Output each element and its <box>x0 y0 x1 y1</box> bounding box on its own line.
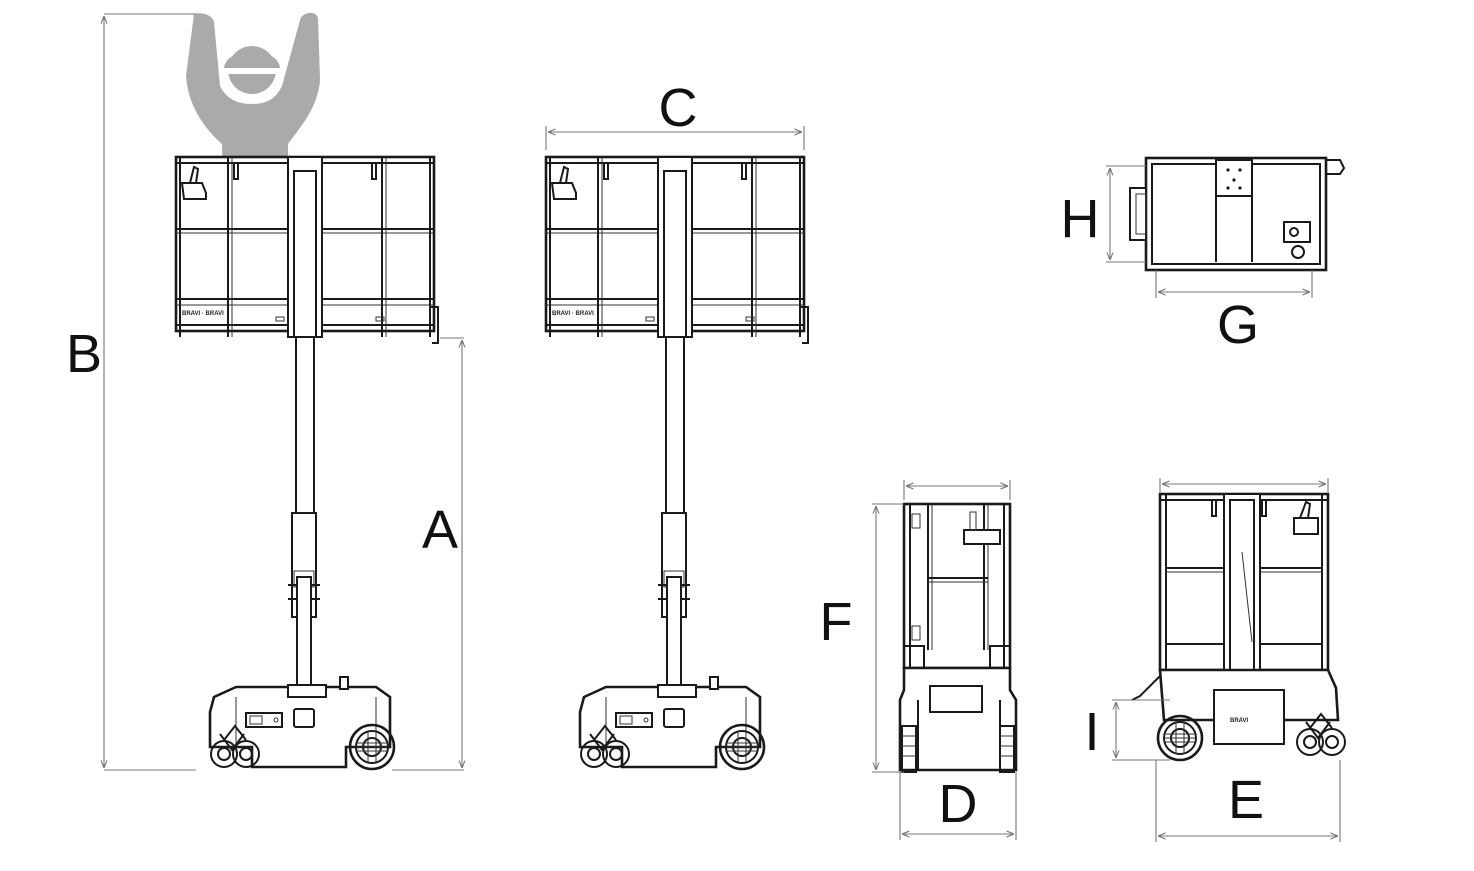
label-B: B <box>66 324 102 384</box>
top-view <box>1129 156 1346 272</box>
label-F: F <box>820 592 853 652</box>
label-G: G <box>1217 295 1259 355</box>
label-H: H <box>1061 189 1100 249</box>
label-E: E <box>1228 770 1264 830</box>
label-I: I <box>1084 702 1099 762</box>
front-view <box>898 502 1018 773</box>
rear-view: BRAVI <box>1131 492 1346 762</box>
label-C: C <box>659 78 698 138</box>
side-view-operator <box>176 157 438 769</box>
label-D: D <box>939 774 978 834</box>
dimension-lines <box>104 13 1341 842</box>
side-view <box>546 157 808 769</box>
svg-text:BRAVI: BRAVI <box>1230 718 1249 724</box>
label-A: A <box>422 500 458 560</box>
dimension-labels: B A C H G F D E I <box>66 78 1264 834</box>
